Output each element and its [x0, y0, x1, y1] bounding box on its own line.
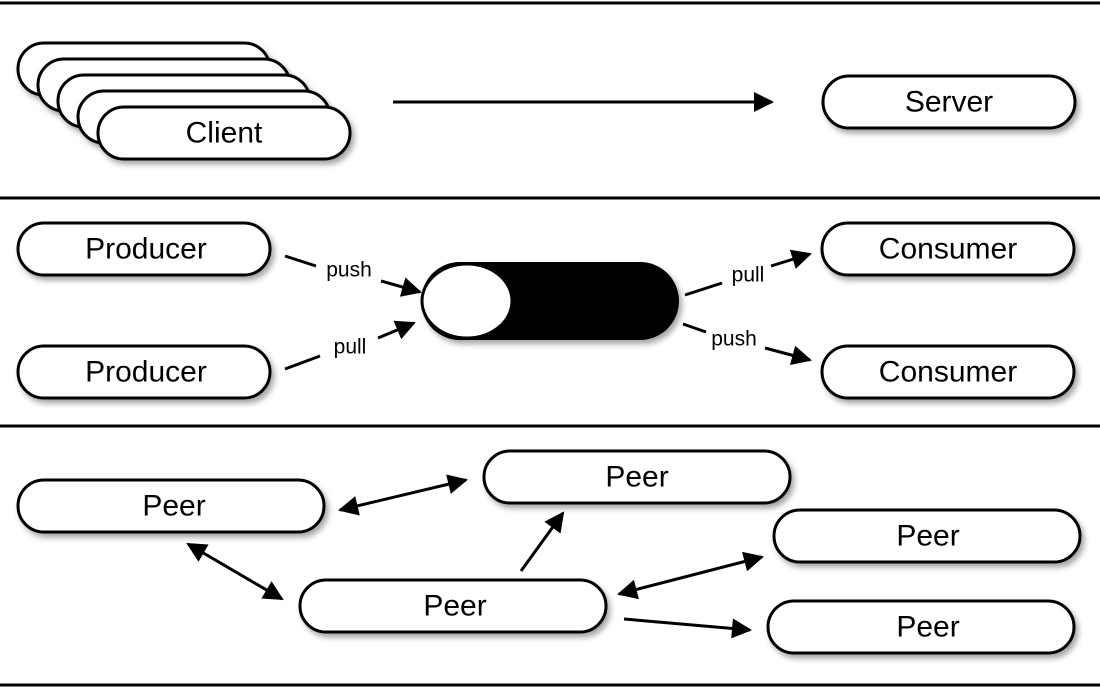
peer-top-group: Peer: [482, 449, 792, 505]
server-node-group: Server: [821, 74, 1077, 130]
peer-center-peer-right-bottom-arrow: [623, 617, 752, 639]
client-label: Client: [186, 117, 263, 150]
peer-right-bottom-node: [766, 599, 1076, 655]
pull-in-arrow: [377, 320, 416, 340]
peer-center-label: Peer: [423, 590, 486, 623]
peer-left-label: Peer: [142, 490, 205, 523]
peer-right-top-node: [772, 508, 1082, 564]
consumer-top-node: [820, 221, 1076, 277]
push-in-label: push: [326, 259, 372, 282]
peer-top-node: [482, 449, 792, 505]
peer-left-group: Peer: [16, 478, 326, 534]
peer-top-label: Peer: [605, 461, 668, 494]
peer-left-peer-center-arrow: [186, 542, 284, 601]
producer-bottom-node: [16, 344, 272, 400]
pull-in-label: pull: [334, 336, 367, 359]
push-out-arrow: [764, 345, 812, 366]
server-node: [821, 74, 1077, 130]
peer-center-peer-right-top-arrow: [617, 551, 764, 600]
consumer-bottom-label: Consumer: [879, 356, 1017, 389]
queue-broker: [420, 262, 679, 340]
peer-right-bottom-group: Peer: [766, 599, 1076, 655]
client-stack: Client: [16, 41, 352, 161]
push-out-label: push: [711, 328, 757, 351]
pull-out-arrow: [770, 249, 812, 269]
pull-out-label: pull: [732, 264, 765, 287]
peer-center-node: [298, 578, 608, 634]
peer-right-top-group: Peer: [772, 508, 1082, 564]
consumer-top-label: Consumer: [879, 233, 1017, 266]
client-node: [96, 105, 352, 161]
consumer-bottom-group: Consumer: [820, 344, 1076, 400]
producer-top-group: Producer: [16, 221, 272, 277]
peer-right-bottom-label: Peer: [896, 611, 959, 644]
peer-left-node: [16, 478, 326, 534]
push-in-arrow: [380, 277, 422, 297]
peer-center-group: Peer: [298, 578, 608, 634]
peer-center-peer-top-arrow: [519, 511, 565, 572]
peer-right-top-label: Peer: [896, 520, 959, 553]
queue-head: [420, 262, 514, 340]
producer-top-label: Producer: [85, 233, 207, 266]
push-in-arrow-segment-1: [284, 254, 317, 268]
peer-left-peer-top-arrow: [338, 474, 468, 516]
consumer-top-group: Consumer: [820, 221, 1076, 277]
producer-bottom-group: Producer: [16, 344, 272, 400]
push-out-arrow-segment-1: [682, 322, 707, 334]
producer-top-node: [16, 221, 272, 277]
pull-in-arrow-segment-1: [284, 354, 321, 371]
pull-out-arrow-segment-1: [684, 281, 723, 297]
server-label: Server: [905, 86, 993, 119]
producer-bottom-label: Producer: [85, 356, 207, 389]
consumer-bottom-node: [820, 344, 1076, 400]
